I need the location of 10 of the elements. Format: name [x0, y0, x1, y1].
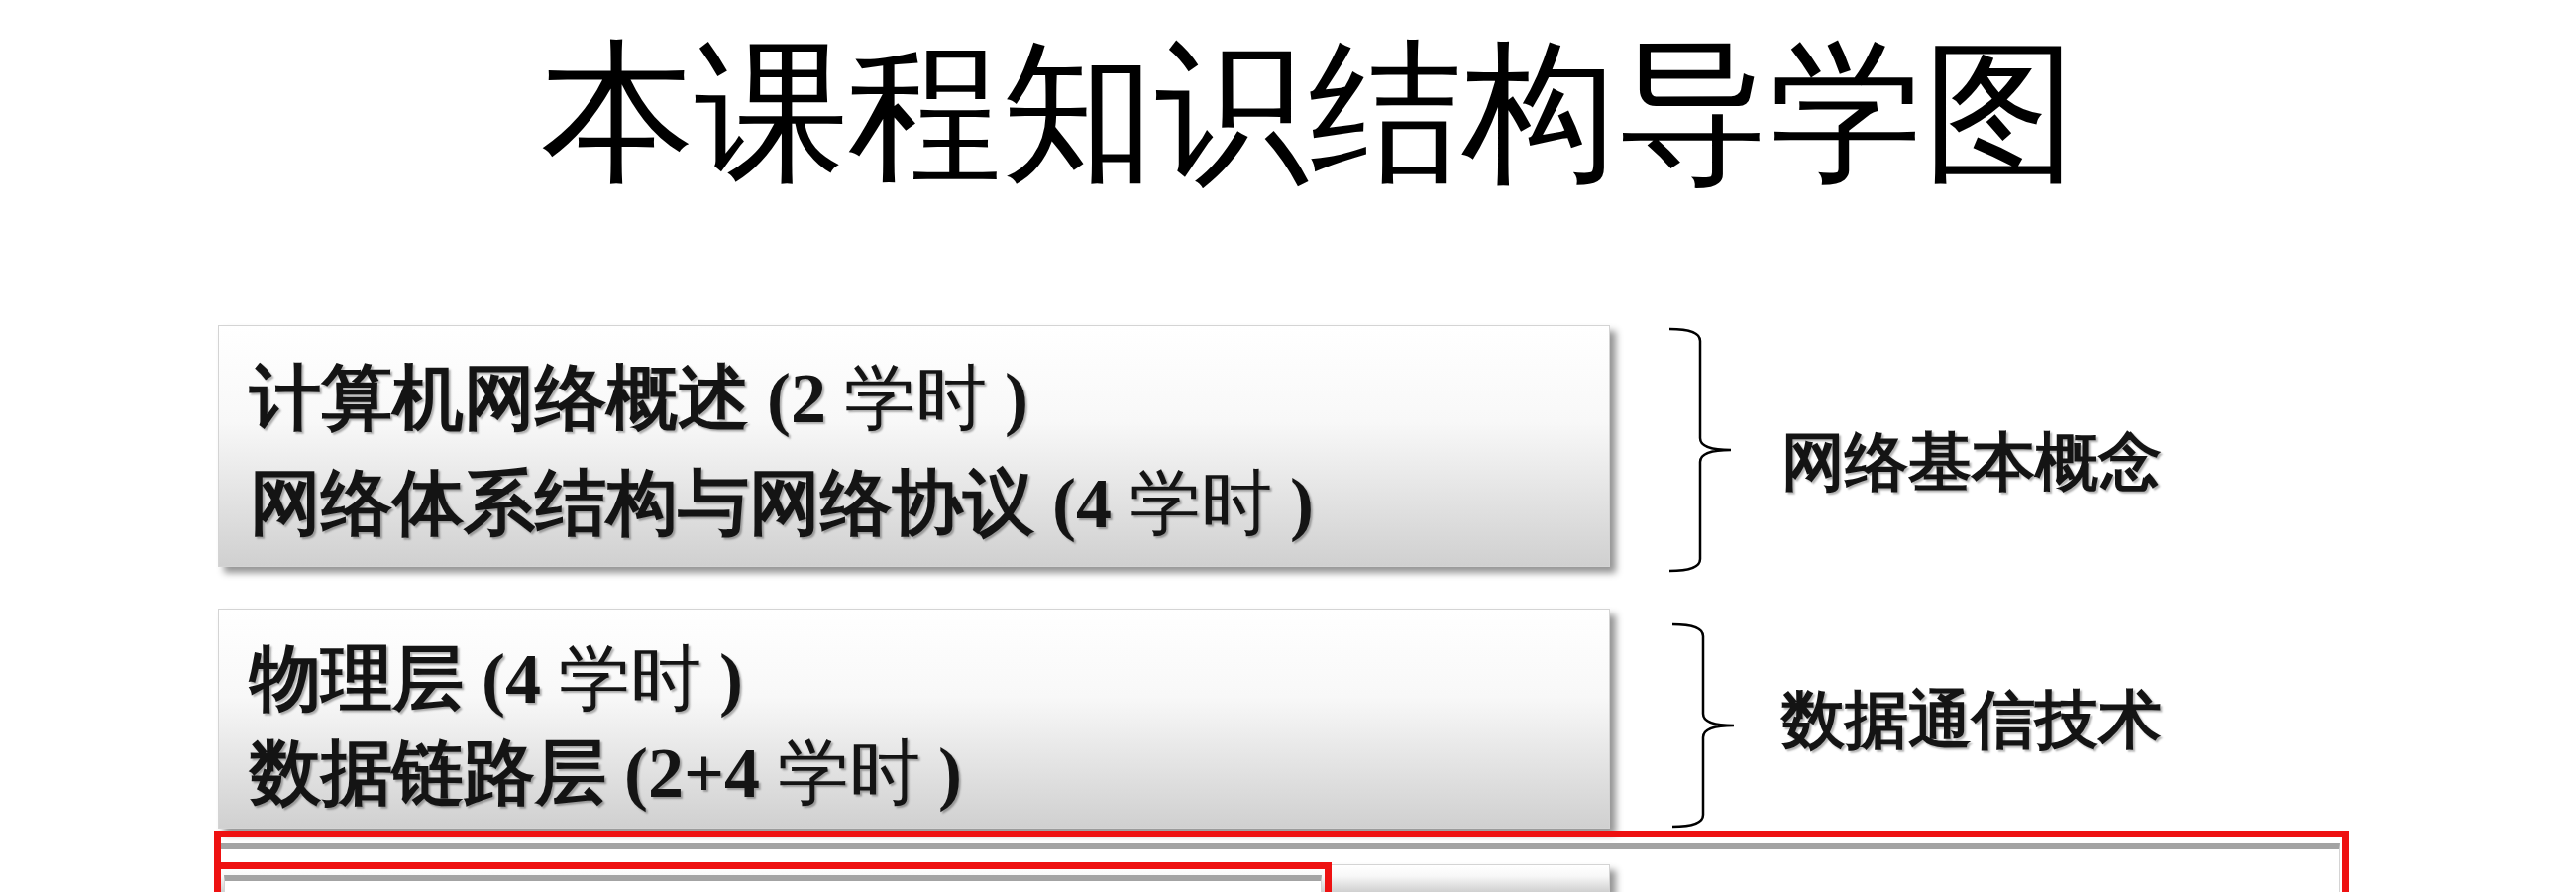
topic-box [218, 609, 1610, 829]
topic-box [218, 325, 1610, 567]
topic-text: 数据链路层 (2+4 学时 ) [250, 732, 962, 815]
topic-text: 物理层 (4 学时 ) [250, 638, 743, 721]
group-label: 网络基本概念 [1781, 425, 2162, 500]
group-label: 数据通信技术 [1781, 683, 2162, 757]
topic-text: 计算机网络概述 (2 学时 ) [250, 358, 1028, 440]
topic-box [224, 875, 1322, 892]
topic-text: 网络体系结构与网络协议 (4 学时 ) [250, 463, 1314, 545]
title: 本课程知识结构导学图 [541, 36, 2077, 189]
